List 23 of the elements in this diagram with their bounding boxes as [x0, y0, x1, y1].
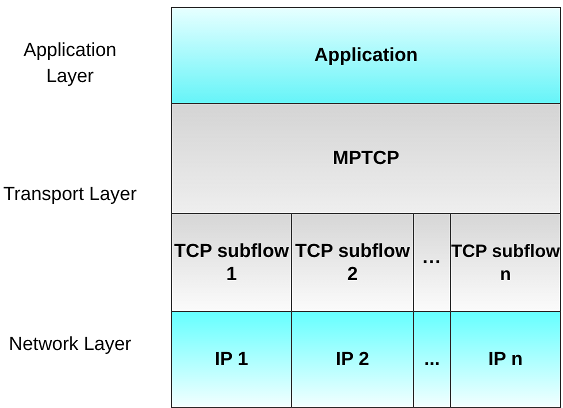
- box-label: IP n: [487, 348, 524, 371]
- subflow-box: [450, 213, 561, 312]
- ellipsis-box: [413, 213, 451, 312]
- ellipsis: ···: [422, 251, 442, 274]
- subflow-box: [171, 213, 292, 312]
- layer-label: Application Layer: [22, 39, 118, 89]
- ellipsis: ...: [423, 348, 441, 371]
- ip-box: [171, 311, 292, 408]
- ellipsis-box: [413, 311, 451, 408]
- box-label: TCP subflow 1: [173, 240, 290, 286]
- box-label: TCP subflow n: [451, 240, 560, 286]
- box-label: IP 1: [214, 348, 250, 371]
- ip-box: [291, 311, 414, 408]
- box-label: MPTCP: [332, 147, 400, 170]
- subflow-box: [291, 213, 414, 312]
- layer-label: Network Layer: [8, 333, 132, 357]
- box-label: IP 2: [334, 348, 370, 371]
- box-label: Application: [313, 44, 419, 67]
- ip-box: [450, 311, 561, 408]
- box-label: TCP subflow 2: [294, 240, 411, 286]
- mptcp-layer-box: [171, 103, 561, 214]
- layer-label: Transport Layer: [2, 183, 138, 207]
- application-layer-box: [171, 7, 561, 104]
